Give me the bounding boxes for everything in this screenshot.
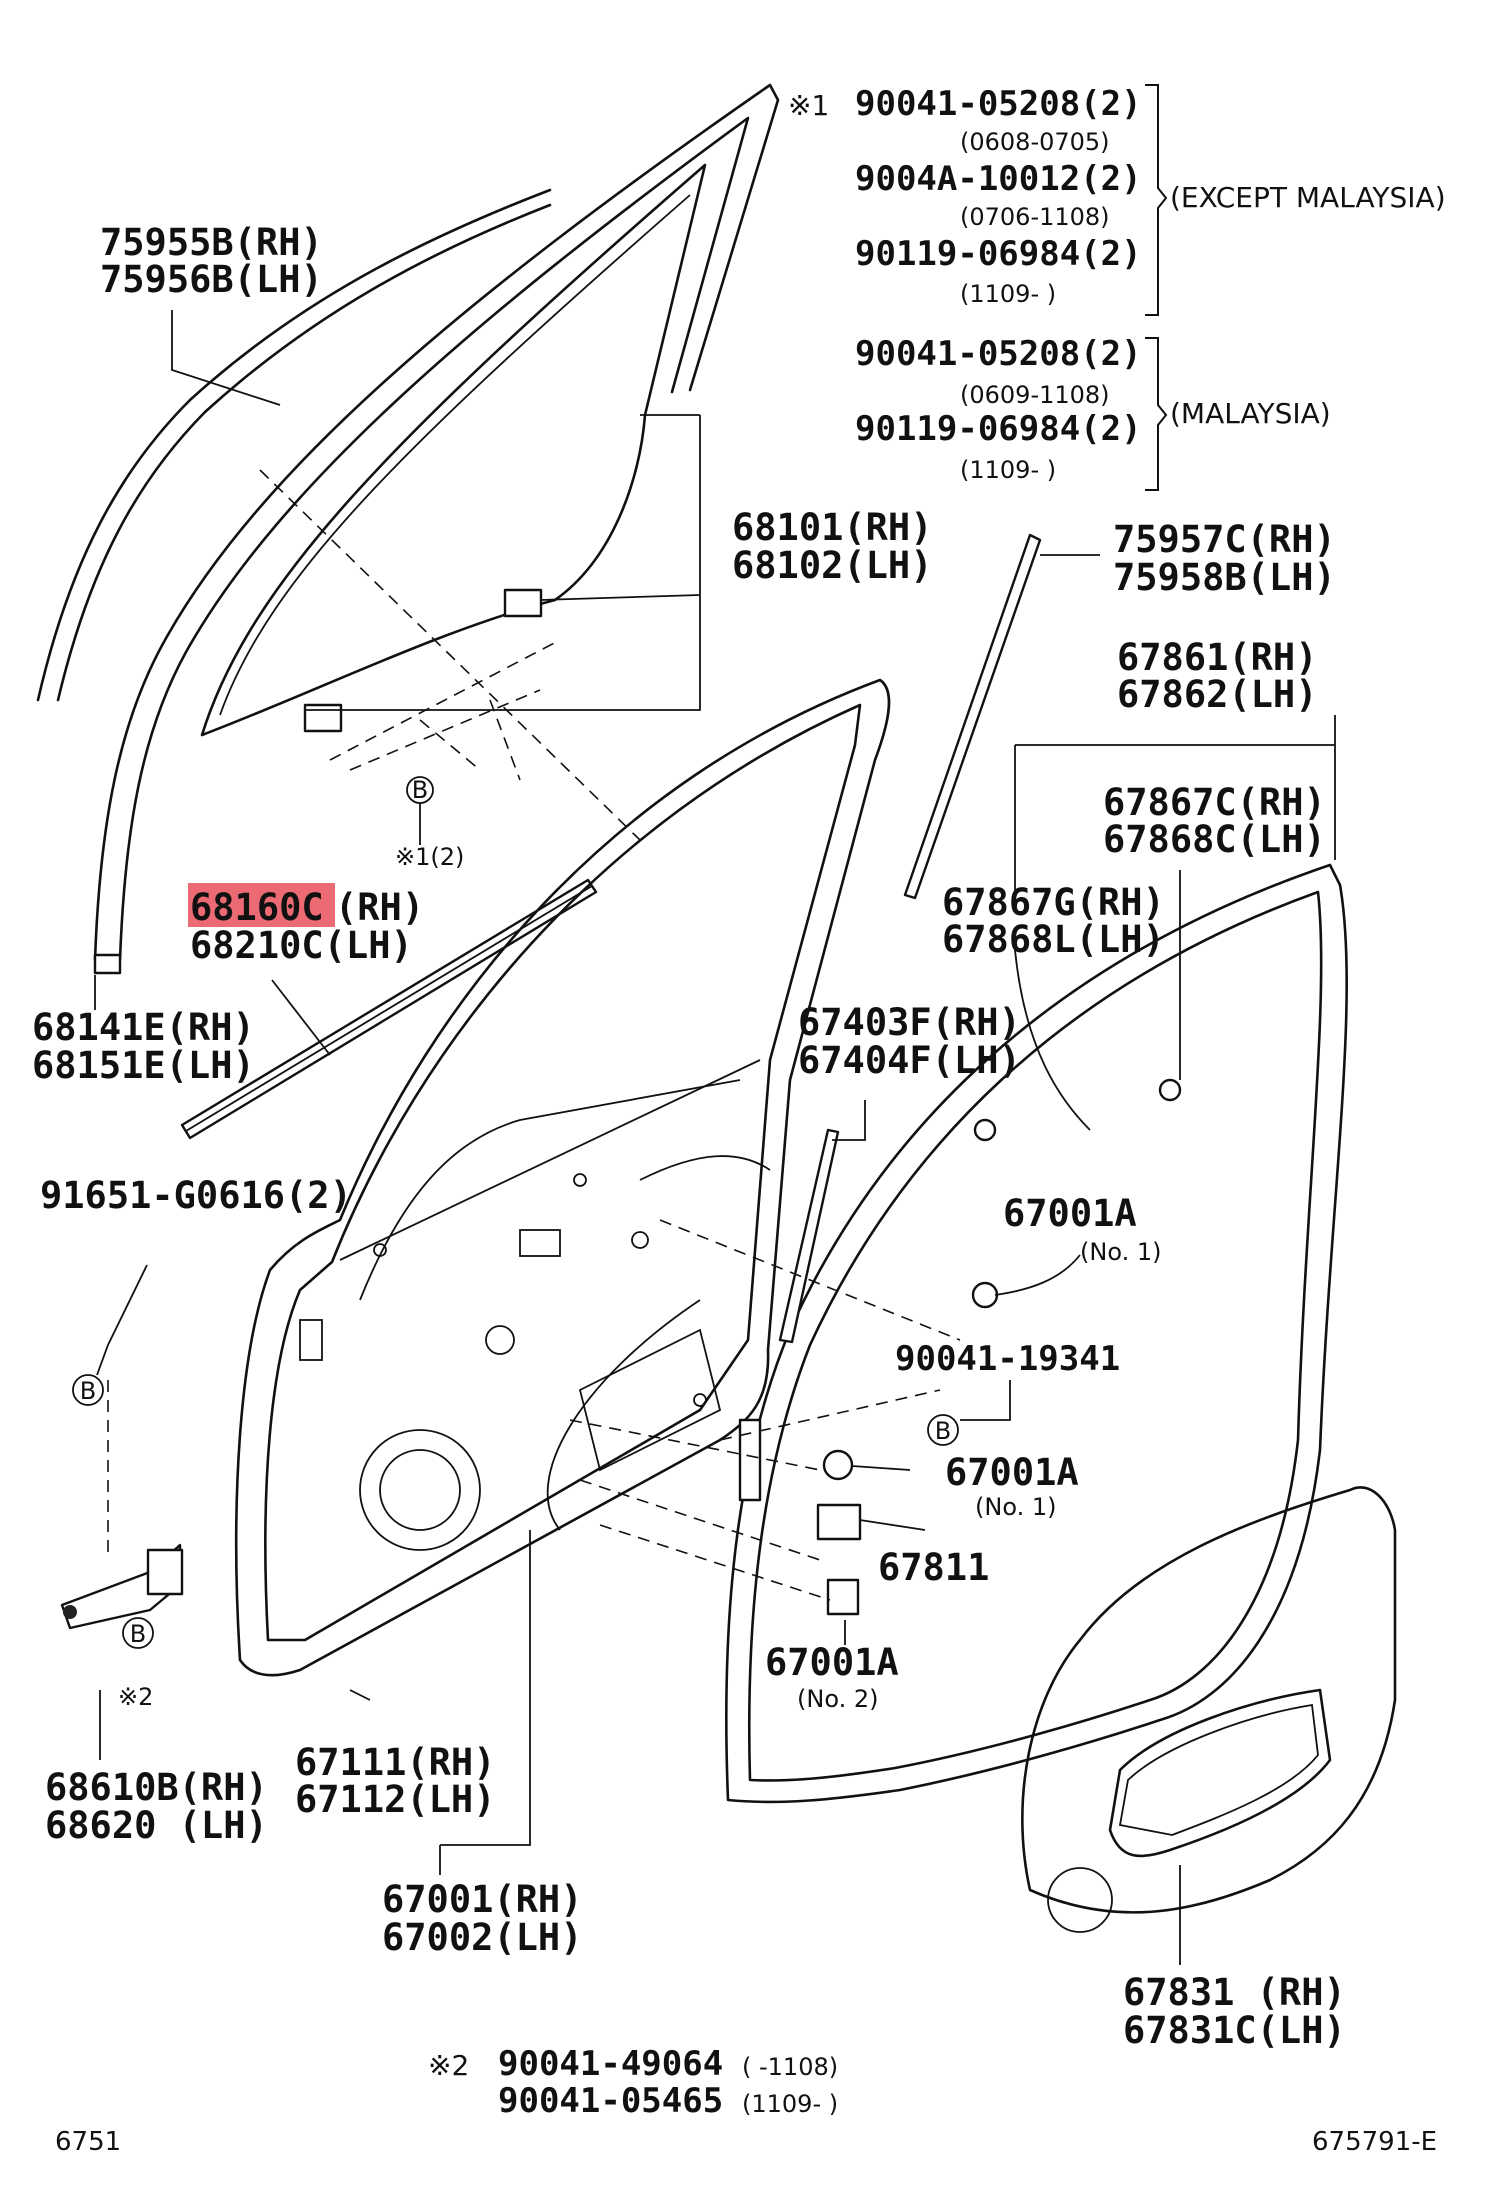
ref-b-mark: B	[412, 776, 428, 804]
except-malaysia-label: (EXCEPT MALAYSIA)	[1170, 181, 1446, 214]
bolt-pn: 90119-06984(2)	[855, 409, 1142, 449]
callout-67867c: 67867C(RH)	[1103, 781, 1326, 824]
footnote: ※2 90041-49064 ( -1108) 90041-05465 (110…	[428, 2044, 838, 2121]
ref-b-mark: B	[935, 1417, 951, 1445]
callout-67862: 67862(LH)	[1117, 673, 1317, 716]
callout-67001a: 67001A	[765, 1641, 899, 1684]
callout-67001a-note: (No. 1)	[1080, 1238, 1161, 1266]
callout-75956b: 75956B(LH)	[100, 258, 323, 301]
bolt-pn: 90041-05208(2)	[855, 84, 1142, 124]
bolt-table: ※1 90041-05208(2) (0608-0705) 9004A-1001…	[788, 84, 1446, 491]
ref-x1-qty: ※1(2)	[395, 843, 464, 871]
highlight-box	[188, 883, 335, 927]
callout-68160c-highlighted: 68160C	[190, 886, 324, 929]
bolt-table-mark: ※1	[788, 89, 829, 122]
footnote-mark: ※2	[428, 2049, 469, 2082]
callout-68210c: 68210C(LH)	[190, 924, 413, 967]
bolt-range: (1109- )	[960, 280, 1056, 308]
callout-67831: 67831 (RH)	[1123, 1971, 1346, 2014]
footnote-range-2: (1109- )	[742, 2090, 838, 2118]
callout-90041-19341: 90041-19341	[895, 1339, 1120, 1379]
clip-parts-drawing	[738, 1078, 1182, 1616]
callout-68620: 68620 (LH)	[45, 1804, 268, 1847]
door-glass-run-drawing	[93, 83, 780, 975]
ref-x2-mark: ※2	[118, 1683, 153, 1711]
callout-67404f: 67404F(LH)	[798, 1039, 1021, 1082]
frame-moulding-drawing	[36, 188, 552, 702]
callout-67811: 67811	[878, 1546, 989, 1589]
callout-68101: 68101(RH)	[732, 506, 932, 549]
door-glass-drawing	[200, 163, 707, 841]
callout-75955b: 75955B(RH)	[100, 221, 323, 264]
door-hinge-drawing	[60, 1543, 184, 1630]
bolt-pn: 9004A-10012(2)	[855, 159, 1142, 199]
belt-weatherstrip-drawing	[180, 878, 598, 1140]
bolt-range: (1109- )	[960, 456, 1056, 484]
callout-67831c: 67831C(LH)	[1123, 2009, 1346, 2052]
footnote-pn-1: 90041-49064	[498, 2044, 723, 2084]
callout-67112: 67112(LH)	[295, 1778, 495, 1821]
callout-75958b: 75958B(LH)	[1113, 556, 1336, 599]
callout-68610b: 68610B(RH)	[45, 1766, 268, 1809]
callout-67868l: 67868L(LH)	[942, 918, 1165, 961]
bolt-range: (0609-1108)	[960, 381, 1110, 409]
service-hole-cover-drawing	[1021, 1486, 1397, 1933]
callout-75957c: 75957C(RH)	[1113, 518, 1336, 561]
page-code-left: 6751	[55, 2127, 121, 2157]
sash-moulding-drawing	[903, 533, 1042, 900]
callout-67403f: 67403F(RH)	[798, 1001, 1021, 1044]
callout-67001: 67001(RH)	[382, 1878, 582, 1921]
callout-67001a: 67001A	[1003, 1192, 1137, 1235]
ref-b-mark: B	[80, 1377, 96, 1405]
part-callouts: 75955B(RH) 75956B(LH) 68101(RH) 68102(LH…	[32, 221, 1346, 2052]
callout-67111: 67111(RH)	[295, 1741, 495, 1784]
bolt-range: (0706-1108)	[960, 203, 1110, 231]
bolt-pn: 90119-06984(2)	[855, 234, 1142, 274]
door-panel-drawing	[234, 678, 891, 1677]
door-trim-strip-drawing	[778, 1128, 840, 1344]
footnote-range-1: ( -1108)	[742, 2053, 838, 2081]
leader-lines	[94, 310, 1336, 1965]
callout-91651: 91651-G0616(2)	[40, 1174, 352, 1217]
malaysia-label: (MALAYSIA)	[1170, 397, 1331, 430]
callout-68160c-side: (RH)	[335, 886, 424, 929]
callout-67861: 67861(RH)	[1117, 636, 1317, 679]
bolt-pn: 90041-05208(2)	[855, 334, 1142, 374]
callout-67868c: 67868C(LH)	[1103, 818, 1326, 861]
callout-67001a-note: (No. 1)	[975, 1493, 1056, 1521]
callout-67001a: 67001A	[945, 1451, 1079, 1494]
callout-68151e: 68151E(LH)	[32, 1044, 255, 1087]
callout-68102: 68102(LH)	[732, 544, 932, 587]
callout-68141e: 68141E(RH)	[32, 1006, 255, 1049]
bolt-range: (0608-0705)	[960, 128, 1110, 156]
callout-67867g: 67867G(RH)	[942, 881, 1165, 924]
callout-67001a-note: (No. 2)	[797, 1685, 878, 1713]
page-code-right: 675791-E	[1312, 2127, 1437, 2157]
callout-67002: 67002(LH)	[382, 1916, 582, 1959]
ref-b-mark: B	[130, 1620, 146, 1648]
reference-marks: B B B B ※1(2) ※2	[72, 776, 959, 1711]
footnote-pn-2: 90041-05465	[498, 2081, 723, 2121]
